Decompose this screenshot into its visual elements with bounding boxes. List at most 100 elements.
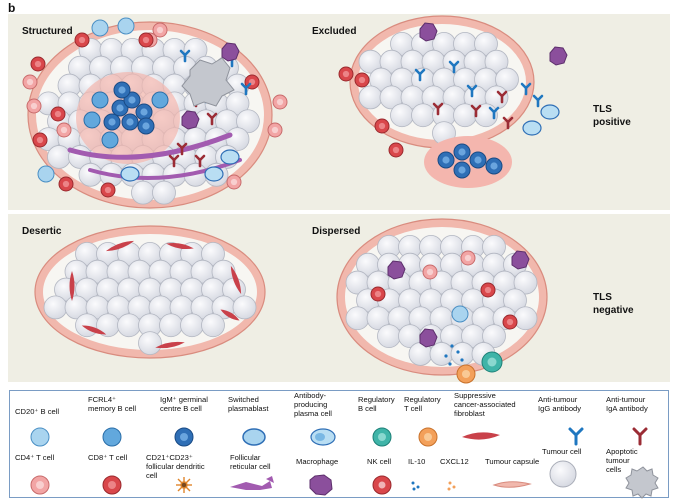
legend-macrophage: Macrophage bbox=[296, 457, 339, 466]
b-cell bbox=[91, 19, 109, 37]
tumour-capsule-icon bbox=[492, 481, 532, 488]
cd20-b-cell-icon bbox=[30, 427, 50, 447]
igg-antibody bbox=[179, 49, 191, 63]
cd8-t-cell bbox=[480, 282, 496, 298]
gc-b-cell bbox=[135, 103, 153, 121]
igg-antibody bbox=[448, 60, 460, 74]
fibroblast bbox=[81, 325, 107, 335]
cd4-t-cell-icon bbox=[30, 475, 50, 495]
tumour-excluded bbox=[349, 15, 535, 149]
legend-symbols bbox=[30, 427, 659, 499]
cd8-t-cell bbox=[30, 56, 46, 72]
legend-tumour-cell: Tumour cell bbox=[542, 447, 582, 456]
tls-excluded-zone bbox=[424, 136, 512, 188]
frc-network bbox=[88, 158, 242, 180]
b-cell bbox=[451, 305, 469, 323]
igg-antibody bbox=[520, 82, 532, 96]
legend-cxcl12: CXCL12 bbox=[440, 457, 469, 466]
cd8-t-cell bbox=[388, 142, 404, 158]
iga-antibody-icon bbox=[632, 427, 648, 446]
tumour-cell bbox=[484, 49, 509, 74]
legend-il10: IL-10 bbox=[408, 457, 426, 466]
subpanel-title-excluded: Excluded bbox=[312, 26, 357, 37]
fibroblast bbox=[155, 341, 185, 349]
legend-cd4: CD4⁺ T cell bbox=[15, 453, 55, 462]
gc-b-cell bbox=[485, 157, 503, 175]
cd8-t-cell bbox=[374, 118, 390, 134]
il10-dot bbox=[450, 344, 454, 348]
tumour-cell bbox=[159, 313, 183, 338]
cxcl12-icon bbox=[447, 481, 456, 491]
macrophage bbox=[549, 46, 568, 66]
tumour-cell bbox=[180, 313, 204, 338]
regulatory-t-cell-icon bbox=[418, 427, 438, 447]
plasma-cell bbox=[522, 120, 542, 136]
apoptotic-tumour-cell-icon bbox=[625, 466, 659, 499]
switched-plasmablast-icon bbox=[242, 428, 266, 446]
tumour-cell bbox=[236, 109, 260, 134]
iga-antibody bbox=[470, 104, 482, 118]
follicular-reticular-cell-icon bbox=[230, 476, 274, 490]
macrophage bbox=[387, 260, 406, 280]
apoptotic-tumour-cell bbox=[181, 57, 235, 107]
gc-b-cell bbox=[121, 113, 139, 131]
tumour-cell bbox=[201, 241, 225, 266]
gc-b-cell bbox=[111, 99, 129, 117]
igg-antibody bbox=[240, 82, 252, 96]
memory-b-cell bbox=[83, 111, 101, 129]
frc-network bbox=[67, 132, 233, 160]
cd4-t-cell bbox=[272, 94, 288, 110]
cd8-t-cell bbox=[32, 132, 48, 148]
b-cell bbox=[117, 17, 135, 35]
legend: CD20⁺ B cell FCRL4⁺memory B cell IgM⁺ ge… bbox=[9, 390, 669, 499]
tumour-cell bbox=[47, 145, 71, 169]
tumour-cell bbox=[183, 37, 208, 62]
tumour-cell bbox=[411, 103, 435, 128]
subpanel-title-desertic: Desertic bbox=[22, 226, 62, 237]
cd4-t-cell bbox=[56, 122, 72, 138]
iga-antibody bbox=[496, 90, 508, 104]
iga-antibody bbox=[194, 154, 206, 168]
cd8-t-cell bbox=[100, 182, 116, 198]
plasma-cell bbox=[120, 166, 140, 182]
memory-b-cell-icon bbox=[102, 427, 122, 447]
tumour-dispersed bbox=[336, 218, 548, 376]
macrophage bbox=[511, 250, 530, 270]
cd4-t-cell bbox=[26, 98, 42, 114]
iga-antibody bbox=[168, 154, 180, 168]
gc-b-cell bbox=[437, 151, 455, 169]
tumour-desertic bbox=[34, 225, 266, 359]
igg-antibody bbox=[414, 68, 426, 82]
il10-dot bbox=[444, 354, 448, 358]
legend-fcrl4: FCRL4⁺memory B cell bbox=[88, 395, 137, 413]
memory-b-cell bbox=[101, 131, 119, 149]
tumour-cell bbox=[152, 180, 176, 205]
cd8-t-cell bbox=[58, 176, 74, 192]
subpanel-title-structured: Structured bbox=[22, 26, 73, 37]
germinal-centre-b-cell-icon bbox=[174, 427, 194, 447]
plasma-cell bbox=[220, 149, 240, 165]
cd4-t-cell bbox=[152, 22, 168, 38]
cd8-t-cell-icon bbox=[102, 475, 122, 495]
iga-antibody bbox=[206, 112, 218, 126]
tumour-cell bbox=[482, 324, 506, 349]
tumour-cell bbox=[211, 259, 236, 284]
fibroblast bbox=[69, 271, 75, 301]
b-cell bbox=[37, 165, 55, 183]
tumour-cell bbox=[345, 306, 370, 331]
nk-cell-icon bbox=[372, 475, 392, 495]
tumour-cell bbox=[201, 313, 225, 338]
iga-antibody bbox=[502, 116, 514, 130]
plasma-cell bbox=[540, 104, 560, 120]
tumour-cell bbox=[117, 313, 141, 338]
